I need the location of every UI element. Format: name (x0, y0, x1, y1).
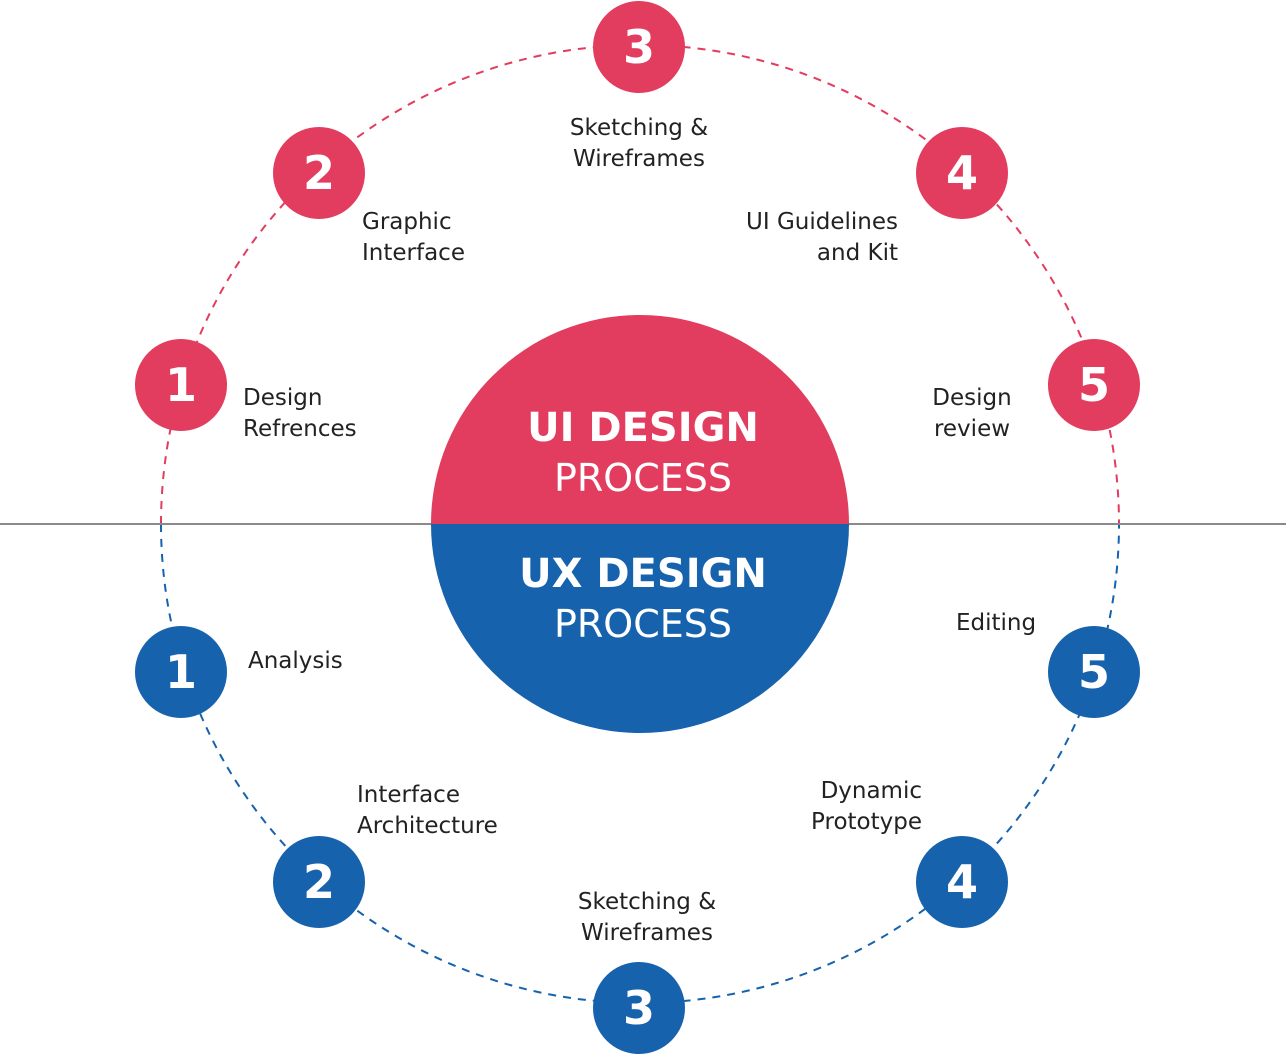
ux-step-2-label-line-1: Interface (357, 782, 460, 808)
ux-title-thin: PROCESS (553, 602, 732, 646)
ui-step-3-marker: 3 (593, 1, 685, 93)
ux-step-5-label: Editing (956, 608, 1036, 639)
ui-step-2-label-line-1: Graphic (362, 209, 452, 235)
ux-step-1-label: Analysis (248, 646, 343, 677)
ui-title-thin: PROCESS (553, 456, 733, 500)
ui-step-3-label: Sketching & Wireframes (570, 113, 708, 175)
ux-step-4-label-line-2: Prototype (811, 809, 922, 835)
ui-step-3-label-line-2: Wireframes (573, 146, 705, 172)
ux-step-3-label-line-2: Wireframes (581, 920, 713, 946)
ui-center-title: UI DESIGN PROCESS (527, 403, 759, 503)
ux-step-3-label-line-1: Sketching & (577, 889, 717, 915)
ui-step-4-label: UI Guidelines and Kit (746, 207, 898, 269)
ux-step-1-label-line-1: Analysis (248, 648, 343, 674)
ux-step-4-label: Dynamic Prototype (811, 776, 922, 838)
ui-step-4-marker: 4 (916, 127, 1008, 219)
ux-center-title: UX DESIGN PROCESS (519, 549, 767, 649)
ui-step-3-label-line-1: Sketching & (569, 115, 709, 141)
ui-step-5-label-line-2: review (933, 416, 1011, 442)
ui-step-5-label: Design review (932, 383, 1011, 445)
ui-step-1-label: Design Refrences (243, 383, 357, 445)
ux-step-1-marker: 1 (135, 626, 227, 718)
ui-center-half (431, 315, 849, 524)
ui-step-1-label-line-1: Design (243, 385, 323, 411)
ui-step-5-label-line-1: Design (932, 385, 1012, 411)
ui-step-4-label-line-1: UI Guidelines (746, 209, 898, 235)
ui-step-2-marker: 2 (273, 127, 365, 219)
ui-step-2-label-line-2: Interface (362, 240, 465, 266)
ui-step-1-marker: 1 (135, 339, 227, 431)
ux-step-3-label: Sketching & Wireframes (578, 887, 716, 949)
ui-step-4-label-line-2: and Kit (816, 240, 898, 266)
ux-step-4-label-line-1: Dynamic (820, 778, 922, 804)
ux-step-2-label-line-2: Architecture (357, 813, 498, 839)
ux-title-bold: UX DESIGN (519, 551, 767, 597)
ui-step-5-marker: 5 (1048, 339, 1140, 431)
ux-step-2-marker: 2 (273, 836, 365, 928)
ux-step-5-marker: 5 (1048, 626, 1140, 718)
ui-title-bold: UI DESIGN (527, 405, 759, 451)
ux-center-half (431, 524, 849, 733)
ux-step-2-label: Interface Architecture (357, 780, 498, 842)
ui-step-2-label: Graphic Interface (362, 207, 465, 269)
ux-step-5-label-line-1: Editing (956, 610, 1037, 636)
ux-step-3-marker: 3 (593, 962, 685, 1054)
ux-step-4-marker: 4 (916, 836, 1008, 928)
ui-step-1-label-line-2: Refrences (243, 416, 357, 442)
